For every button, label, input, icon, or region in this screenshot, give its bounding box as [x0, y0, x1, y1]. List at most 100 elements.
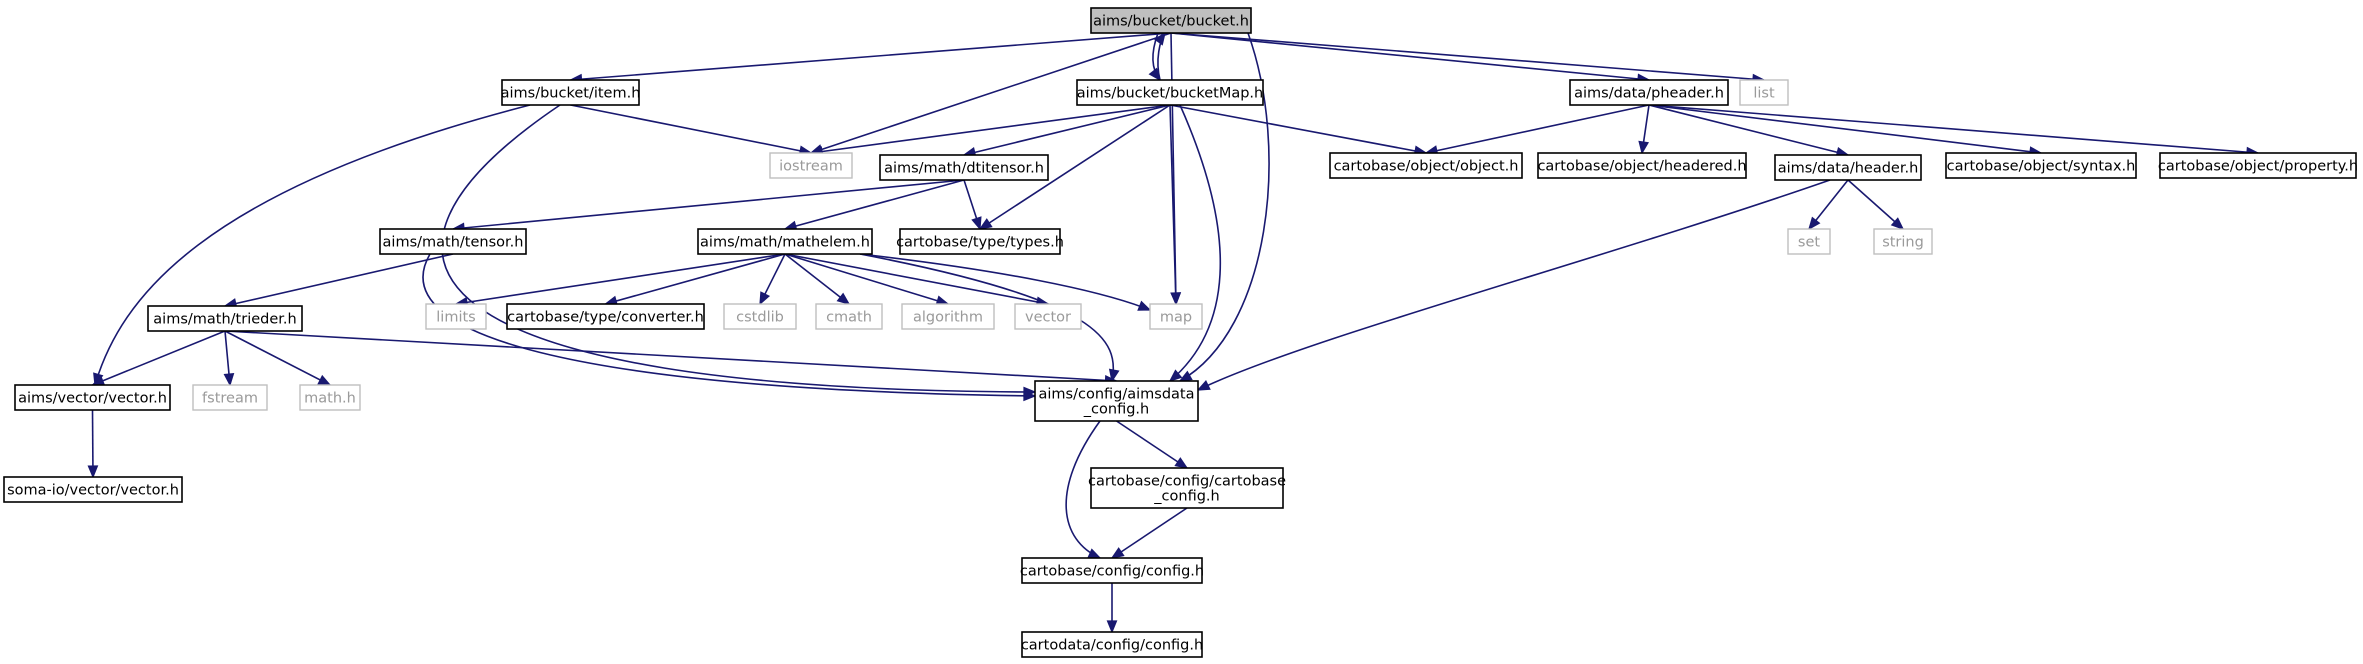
node-label: aims/math/dtitensor.h	[884, 161, 1044, 177]
node-set: set	[1787, 228, 1831, 255]
node-box	[1090, 7, 1252, 34]
edge-mathelem-h-to-cmath-arrowhead	[836, 292, 851, 305]
node-somaio-vector-h[interactable]: soma-io/vector/vector.h	[3, 476, 183, 503]
node-label: limits	[436, 310, 475, 326]
node-box	[899, 228, 1061, 255]
node-mathelem-h[interactable]: aims/math/mathelem.h	[697, 228, 873, 255]
edge-cartobase-config-h-to-config-h	[1111, 507, 1188, 559]
edge-aimsdata-config-h-to-cartobase-config-h	[1116, 420, 1188, 469]
node-box	[815, 303, 883, 330]
edge-tensor-h-to-aimsdata-config-h	[422, 253, 1036, 397]
node-label: aims/vector/vector.h	[18, 391, 167, 407]
node-box	[1774, 154, 1922, 181]
edge-dtitensor-h-to-types-h-arrowhead	[971, 216, 982, 231]
node-label: aims/bucket/bucketMap.h	[1077, 86, 1263, 102]
node-bucketMap-h[interactable]: aims/bucket/bucketMap.h	[1076, 79, 1264, 106]
node-box	[2159, 152, 2357, 179]
node-label: set	[1798, 235, 1820, 251]
node-label: map	[1160, 310, 1192, 326]
node-label: _config.h	[1153, 489, 1219, 505]
node-label: aims/config/aimsdata	[1039, 387, 1195, 403]
node-label: math.h	[304, 391, 356, 407]
edge-dtitensor-h-to-mathelem-h	[784, 179, 965, 230]
edge-bucket-h-to-iostream	[810, 32, 1172, 154]
node-box	[1537, 152, 1747, 179]
node-dtitensor-h[interactable]: aims/math/dtitensor.h	[879, 154, 1049, 181]
node-box	[1787, 228, 1831, 255]
edge-aimsdata-config-h-to-cartobase-config-h-arrowhead	[1174, 457, 1189, 469]
node-box	[14, 384, 171, 411]
node-types-h[interactable]: cartobase/type/types.h	[896, 228, 1064, 255]
node-cartodata-config-h[interactable]: cartodata/config/config.h	[1021, 631, 1203, 658]
node-label: aims/math/trieder.h	[153, 312, 296, 328]
node-box	[901, 303, 995, 330]
node-box	[879, 154, 1049, 181]
edge-mathelem-h-to-limits	[455, 253, 786, 305]
edge-bucket-h-to-aimsdata-config-h-arrowhead	[1178, 370, 1193, 382]
node-label: fstream	[202, 391, 258, 407]
node-map: map	[1149, 303, 1203, 330]
edge-cartobase-config-h-to-config-h-arrowhead	[1110, 547, 1125, 559]
node-box	[1329, 152, 1523, 179]
node-property-h[interactable]: cartobase/object/property.h	[2158, 152, 2358, 179]
node-box	[3, 476, 183, 503]
node-trieder-h[interactable]: aims/math/trieder.h	[147, 305, 303, 332]
node-box	[1090, 467, 1284, 509]
node-box	[723, 303, 797, 330]
node-box	[425, 303, 487, 330]
edge-bucket-h-to-pheader-h	[1170, 32, 1650, 81]
node-headered-h[interactable]: cartobase/object/headered.h	[1537, 152, 1747, 179]
node-layer: aims/bucket/bucket.h aims/bucket/item.h io…	[3, 7, 2358, 658]
node-label: cartobase/object/headered.h	[1537, 159, 1746, 175]
edge-header-h-to-set-arrowhead	[1808, 216, 1821, 231]
edge-bucketMap-h-to-types-h	[979, 104, 1171, 230]
node-label: soma-io/vector/vector.h	[7, 483, 179, 499]
node-label: cartobase/type/types.h	[896, 235, 1064, 251]
edge-bucketMap-h-to-dtitensor-h	[963, 104, 1171, 156]
node-box	[769, 152, 853, 179]
node-object-h[interactable]: cartobase/object/object.h	[1329, 152, 1523, 179]
node-label: aims/math/tensor.h	[383, 235, 524, 251]
node-label: cartobase/config/cartobase	[1088, 474, 1286, 490]
node-cartobase-config-h[interactable]: cartobase/config/cartobase_config.h	[1088, 467, 1286, 509]
node-cmath: cmath	[815, 303, 883, 330]
node-pheader-h[interactable]: aims/data/pheader.h	[1569, 79, 1729, 106]
node-box	[1739, 79, 1789, 106]
node-tensor-h[interactable]: aims/math/tensor.h	[379, 228, 527, 255]
edge-pheader-h-to-property-h	[1648, 104, 2259, 154]
node-math-h: math.h	[299, 384, 361, 411]
node-string: string	[1873, 228, 1933, 255]
node-aimsdata-config-h[interactable]: aims/config/aimsdata_config.h	[1034, 380, 1199, 422]
node-box	[1076, 79, 1264, 106]
node-box	[1021, 557, 1203, 584]
edge-trieder-h-to-fstream-arrowhead	[223, 372, 235, 387]
edge-aimsdata-config-h-to-config-h	[1065, 420, 1101, 559]
edge-pheader-h-to-object-h	[1425, 104, 1650, 154]
node-iostream: iostream	[769, 152, 853, 179]
node-bucket-h: aims/bucket/bucket.h	[1090, 7, 1252, 34]
node-algorithm: algorithm	[901, 303, 995, 330]
node-box	[1034, 380, 1199, 422]
node-box	[299, 384, 361, 411]
edge-item-h-to-aimsvector-h	[94, 104, 531, 386]
node-fstream: fstream	[192, 384, 268, 411]
node-label: algorithm	[913, 310, 983, 326]
node-item-h[interactable]: aims/bucket/item.h	[501, 79, 641, 106]
edge-dtitensor-h-to-tensor-h	[452, 179, 965, 230]
edge-aimsvector-h-to-somaio-vector-h-arrowhead	[87, 465, 99, 479]
node-box	[192, 384, 268, 411]
edge-bucket-h-to-list	[1170, 32, 1765, 81]
edge-mathelem-h-to-vector	[784, 253, 1049, 305]
node-box	[1149, 303, 1203, 330]
node-box	[1014, 303, 1082, 330]
node-syntax-h[interactable]: cartobase/object/syntax.h	[1945, 152, 2137, 179]
node-aimsvector-h[interactable]: aims/vector/vector.h	[14, 384, 171, 411]
node-converter-h[interactable]: cartobase/type/converter.h	[506, 303, 705, 330]
edge-mathelem-h-to-aimsdata-config-h-arrowhead	[1108, 368, 1120, 383]
edge-mathelem-h-to-converter-h	[605, 253, 786, 305]
node-label: cmath	[826, 310, 872, 326]
node-header-h[interactable]: aims/data/header.h	[1774, 154, 1922, 181]
edge-trieder-h-to-aimsvector-h	[92, 330, 226, 386]
node-config-h[interactable]: cartobase/config/config.h	[1020, 557, 1204, 584]
edge-bucketMap-h-to-aimsdata-config-h-arrowhead	[1168, 369, 1183, 383]
